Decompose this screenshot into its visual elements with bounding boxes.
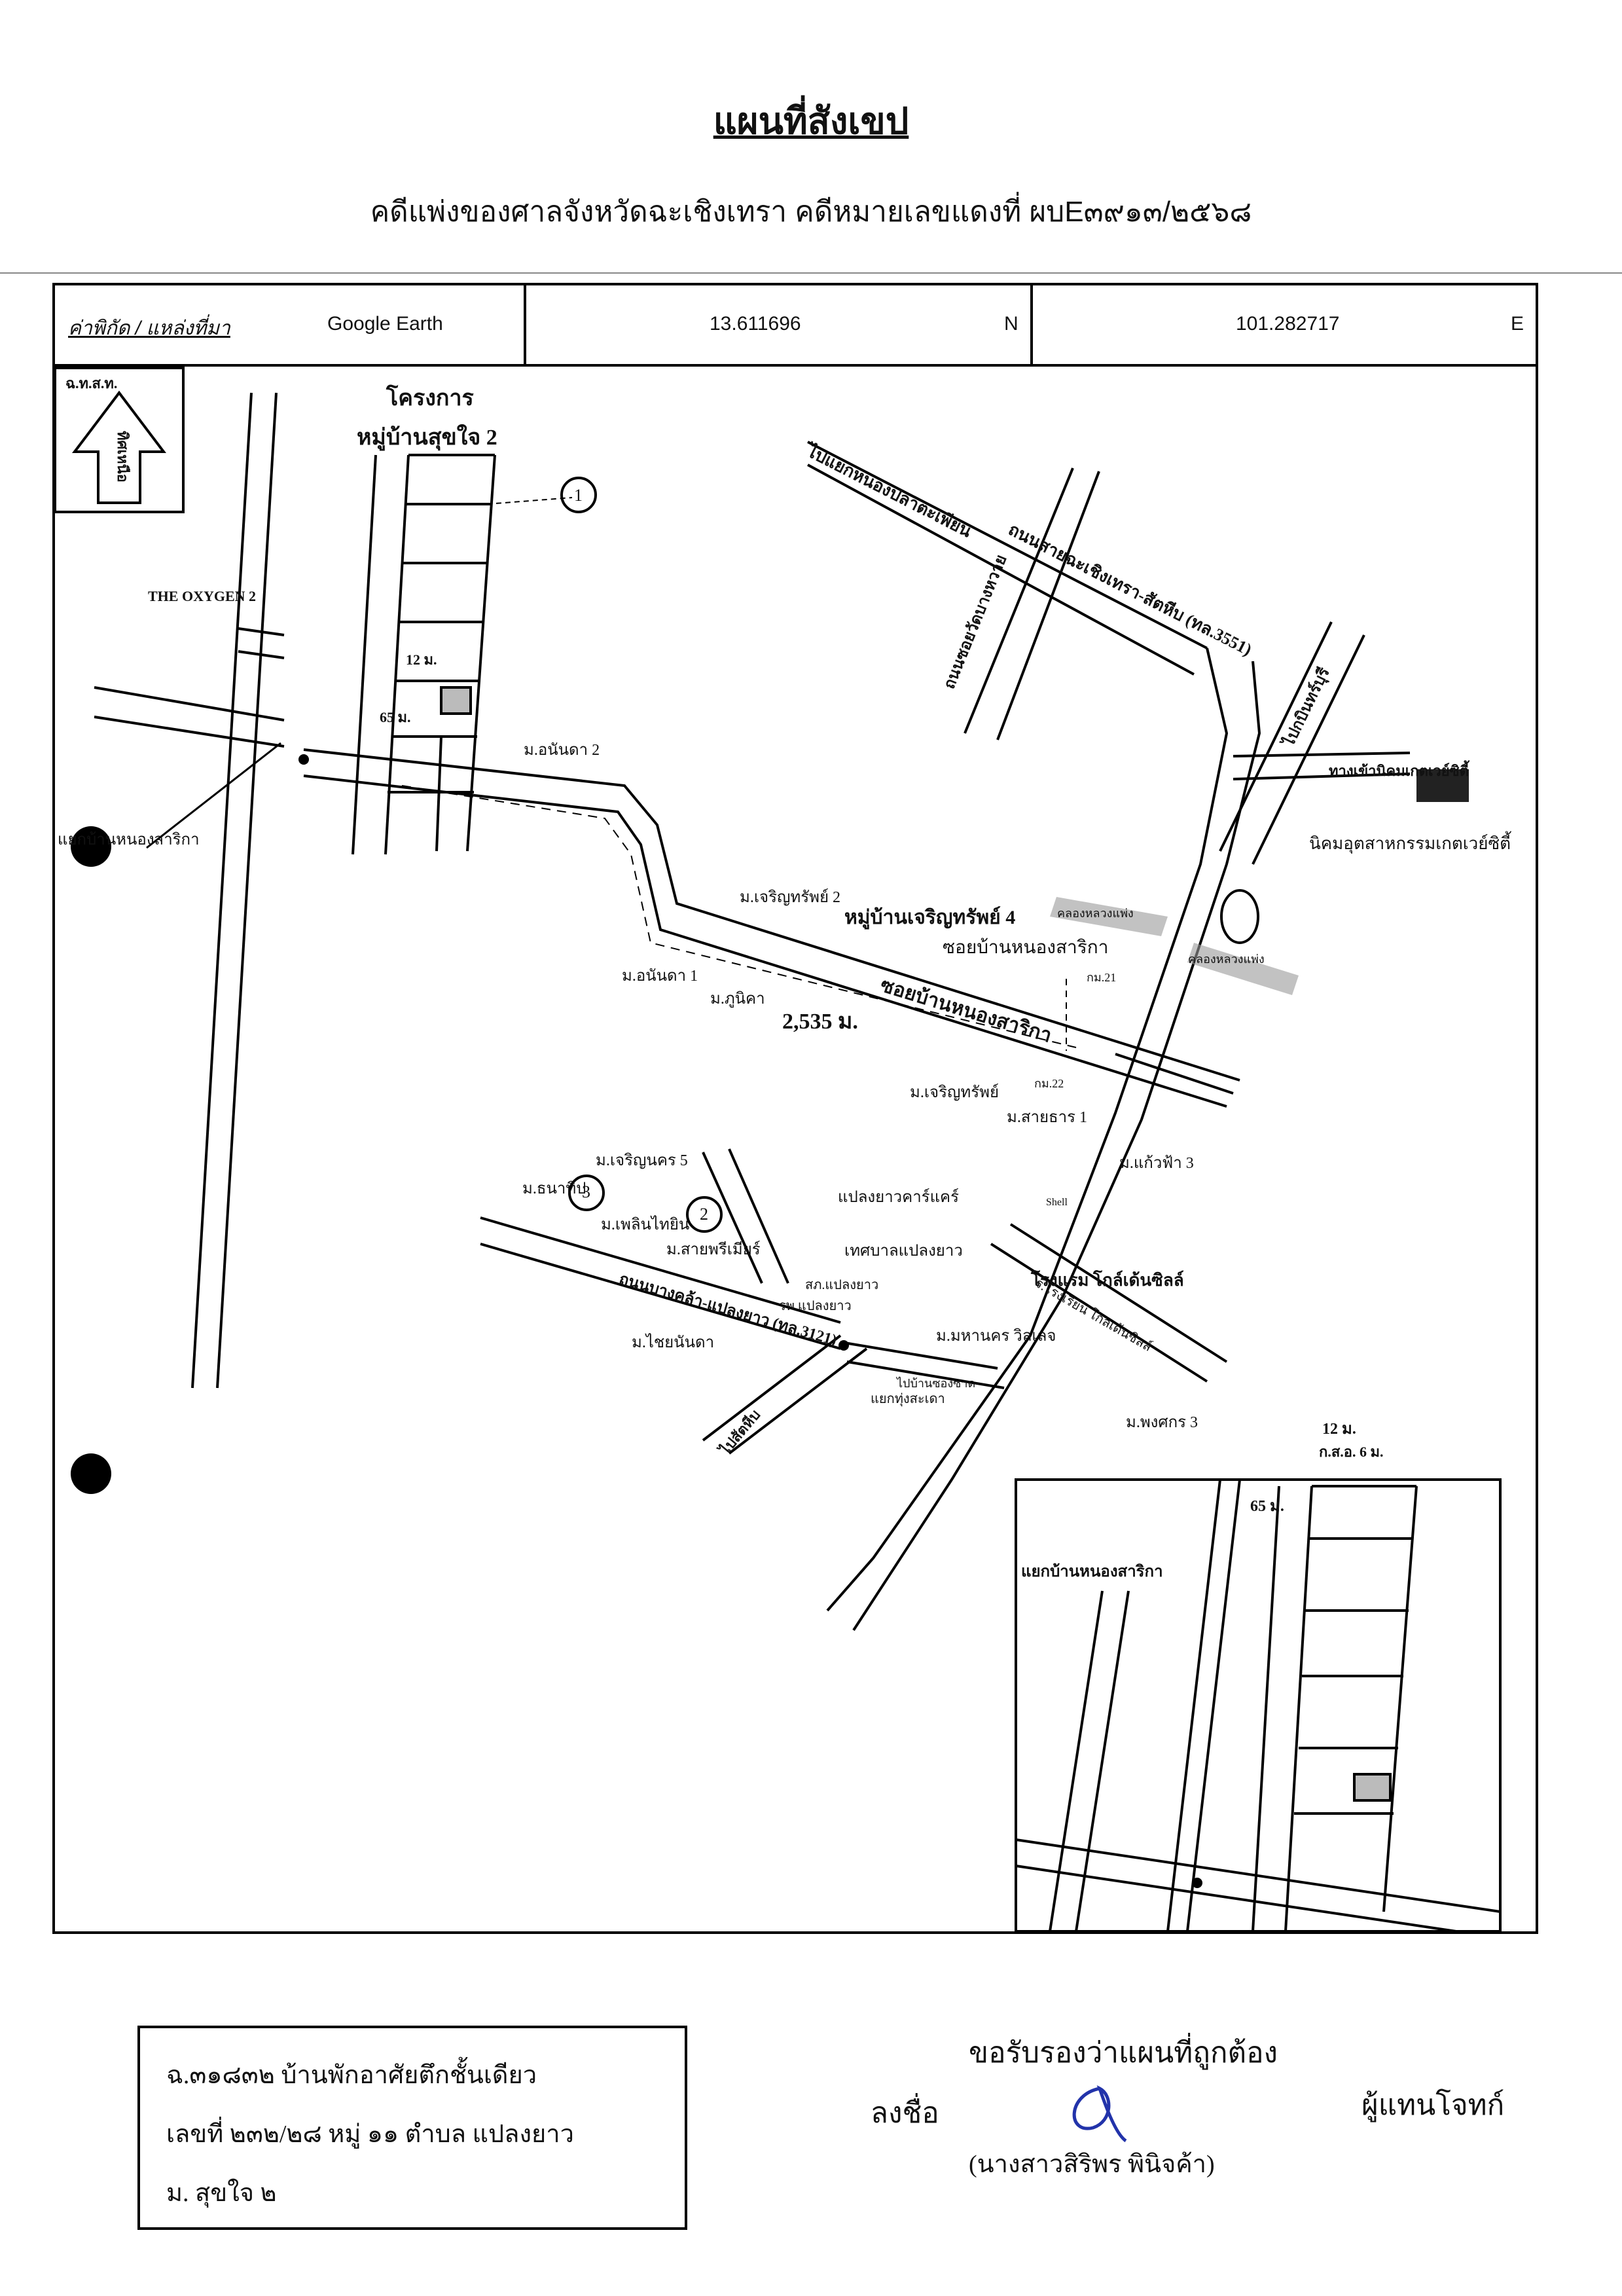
phongsakon3-label: ม.พงศกร 3 (1126, 1414, 1198, 1431)
compass-box (55, 367, 185, 513)
charoensap-label: ม.เจริญทรัพย์ (910, 1084, 1000, 1101)
charoensap2-label: ม.เจริญทรัพย์ 2 (740, 889, 841, 906)
inset-12-label: 12 ม. (1322, 1421, 1356, 1438)
punch-hole-bottom (71, 1453, 111, 1494)
municipality-label: เทศบาลแปลงยาว (844, 1243, 963, 1260)
inset-junction-label: แยกบ้านหนองสาริกา (1021, 1563, 1163, 1580)
inset-dist-label: ก.ส.อ. 6 ม. (1319, 1444, 1384, 1460)
map-frame (52, 283, 1538, 1934)
coordinate-row: ค่าพิกัด / แหล่งที่มา Google Earth 13.61… (52, 283, 1538, 367)
marker-circle-3 (568, 1175, 605, 1211)
property-box: ฉ.๓๑๘๓๒ บ้านพักอาศัยตึกชั้นเดียว เลขที่ … (137, 2026, 687, 2230)
page-title: แผนที่สังเขป (713, 101, 909, 142)
longitude-value: 101.282717 (1236, 313, 1340, 335)
compass-text: ทิศเหนือ (114, 431, 131, 483)
industrial-label: นิคมอุตสาหกรรมเกตเวย์ซิตี้ (1309, 834, 1511, 853)
kaewfa3-label: ม.แก้วฟ้า 3 (1119, 1155, 1194, 1172)
junction-nongsarika-label: แยกบ้านหนองสาริกา (58, 831, 200, 848)
header-divider (0, 272, 1622, 274)
junction-thungsala-label: แยกทุ่งสะเดา (871, 1392, 945, 1406)
signature-mark (1072, 2085, 1127, 2143)
km21-label: กม.21 (1087, 971, 1117, 984)
main-highway-west (826, 647, 1229, 1612)
road-left-inner (216, 392, 278, 1389)
longitude-dir: E (1511, 313, 1524, 335)
coordinate-source: Google Earth (327, 313, 443, 335)
latitude-value: 13.611696 (710, 313, 801, 335)
marker-1-label: 1 (574, 486, 583, 505)
main-highway-east (852, 661, 1261, 1631)
distance-label: 2,535 ม. (782, 1010, 858, 1034)
shell-label: Shell (1046, 1197, 1068, 1208)
mahanakhon-label: ม.มหานคร วิลเลจ (936, 1328, 1056, 1345)
oxygen-label: THE OXYGEN 2 (148, 588, 257, 604)
hospital-label: รพ.แปลงยาว (779, 1299, 852, 1313)
soi-road-south (303, 774, 1227, 1108)
map-canvas (55, 367, 1502, 1931)
phunika-label: ม.ภูนิคา (710, 991, 765, 1008)
thanathip-label: ม.ธนาทิป (522, 1180, 586, 1197)
latitude-cell: 13.611696 N (526, 283, 1030, 364)
property-line-1: ฉ.๓๑๘๓๒ บ้านพักอาศัยตึกชั้นเดียว (166, 2062, 537, 2089)
canal2-label: คลองหลวงแพ่ง (1188, 953, 1265, 966)
compass-arrow (71, 390, 167, 504)
certify-statement: ขอรับรองว่าแผนที่ถูกต้อง (969, 2037, 1278, 2069)
property-line-2: เลขที่ ๒๓๒/๒๘ หมู่ ๑๑ ตำบล แปลงยาว (166, 2121, 574, 2148)
cell-divider (524, 283, 526, 364)
soi-road-north (303, 748, 1240, 1082)
charoennakhon5-label: ม.เจริญนคร 5 (596, 1152, 688, 1169)
marker-3-label: 3 (582, 1182, 590, 1201)
police-label: สภ.แปลงยาว (805, 1278, 879, 1292)
longitude-cell: 101.282717 E (1033, 283, 1536, 364)
saiphayom-label: ม.สายพรีเมียร์ (666, 1241, 761, 1258)
cell-divider (1030, 283, 1033, 364)
inset-65-label: 65 ม. (1250, 1498, 1284, 1515)
anancha2-label: ม.อนันดา 2 (524, 742, 600, 759)
dist-12-label: 12 ม. (406, 651, 437, 668)
compass-code: ฉ.ท.ส.ท. (65, 375, 118, 392)
saithara1-label: ม.สายธาร 1 (1007, 1109, 1088, 1126)
marker-circle-1 (560, 477, 597, 513)
plaengyao-car-label: แปลงยาวคาร์แคร์ (838, 1189, 959, 1206)
latitude-dir: N (1004, 313, 1018, 335)
property-line-3: ม. สุขใจ ๒ (166, 2179, 277, 2207)
project-name: หมู่บ้านสุขใจ 2 (357, 426, 497, 450)
sign-label: ลงชื่อ (871, 2097, 939, 2129)
charoensap4-label: หมู่บ้านเจริญทรัพย์ 4 (844, 907, 1016, 928)
signer-name: (นางสาวสิริพร พินิจค้า) (969, 2151, 1215, 2178)
project-label: โครงการ (386, 386, 474, 410)
marker-circle-2 (686, 1196, 723, 1233)
dist-65-label: 65 ม. (380, 709, 411, 725)
road-industrial-label: ทางเข้านิคมเกตเวย์ซิตี้ (1329, 763, 1469, 779)
punch-hole-top (71, 826, 111, 867)
school-road-label: ไปบ้านซองซาด (897, 1377, 976, 1390)
anancha1-label: ม.อนันดา 1 (622, 968, 698, 985)
thoenthin-label: ม.เพลินไทยิน (601, 1216, 690, 1233)
chaiyanan-label: ม.ไชยนันดา (632, 1334, 715, 1351)
marker-2-label: 2 (700, 1205, 708, 1224)
km22-label: กม.22 (1034, 1077, 1064, 1090)
inset-frame (1015, 1478, 1502, 1931)
coordinate-label: ค่าพิกัด / แหล่งที่มา (68, 318, 230, 339)
signer-role: ผู้แทนโจทก์ (1361, 2089, 1505, 2121)
hotel-label: โรงแรม โกล์เด้นซิลล์ (1031, 1271, 1184, 1290)
road-left-outer (191, 392, 253, 1389)
soi-nongsarika-label: ซอยบ้านหนองสาริกา (943, 938, 1109, 958)
coordinate-label-cell: ค่าพิกัด / แหล่งที่มา Google Earth (52, 283, 524, 364)
case-subtitle: คดีแพ่งของศาลจังหวัดฉะเชิงเทรา คดีหมายเล… (370, 196, 1252, 228)
canal1-label: คลองหลวงแพ่ง (1057, 907, 1134, 920)
